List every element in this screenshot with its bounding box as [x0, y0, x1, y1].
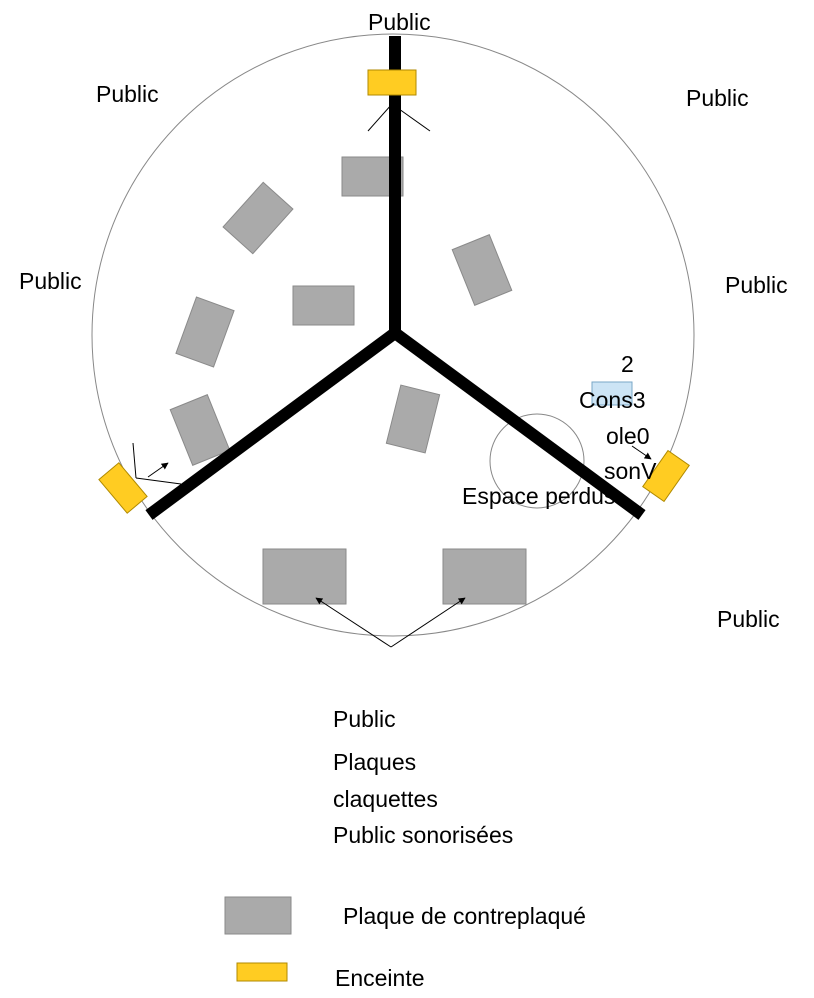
- speaker: [367, 69, 417, 96]
- speaker: [98, 462, 148, 514]
- plywood-plate: [385, 384, 441, 454]
- legend: Plaque de contreplaqué Enceinte: [224, 896, 586, 991]
- right-speaker-arrow: [631, 445, 652, 460]
- sound-console: [591, 381, 633, 406]
- speakers: [98, 69, 690, 514]
- plywood-plate: [262, 548, 347, 605]
- legend-plywood-label: Plaque de contreplaqué: [343, 903, 586, 929]
- label-espace-perdus: Espace perdus: [462, 483, 615, 509]
- arrow-to-left-plate: [315, 597, 392, 648]
- plywood-plate: [292, 285, 355, 326]
- legend-plywood-swatch: [224, 896, 292, 935]
- label-console-2: Cons3: [579, 387, 645, 413]
- label-public-top-left: Public: [96, 81, 159, 107]
- plywood-plate: [175, 296, 235, 368]
- legend-speaker-label: Enceinte: [335, 965, 425, 991]
- label-plaques-3: Public sonorisées: [333, 822, 513, 848]
- speaker: [642, 449, 690, 503]
- legend-speaker-swatch: [236, 962, 288, 982]
- label-public-right: Public: [725, 272, 788, 298]
- labels: Public Public Public Public Public Publi…: [19, 9, 788, 848]
- label-public-top: Public: [368, 9, 431, 35]
- label-console-3: ole0: [606, 423, 649, 449]
- label-plaques-1: Plaques: [333, 749, 416, 775]
- wall-left: [145, 328, 399, 520]
- lost-space-circle: [489, 413, 585, 509]
- label-public-bottom-right: Public: [717, 606, 780, 632]
- arrow-to-right-plate: [390, 597, 466, 648]
- plywood-plate: [222, 181, 294, 255]
- plywood-plate: [451, 234, 513, 306]
- label-public-top-right: Public: [686, 85, 749, 111]
- left-speaker-arrow: [147, 462, 169, 478]
- label-console-1: 2: [621, 351, 634, 377]
- plywood-plate: [169, 394, 231, 466]
- label-console-4: sonV: [604, 458, 657, 484]
- plywood-plate: [442, 548, 527, 605]
- label-public-left: Public: [19, 268, 82, 294]
- wall-right: [391, 328, 646, 520]
- direction-lines: [132, 103, 652, 648]
- label-public-bottom: Public: [333, 706, 396, 732]
- plywood-plates: [169, 156, 527, 605]
- stage-circle: [91, 33, 695, 637]
- label-plaques-2: claquettes: [333, 786, 438, 812]
